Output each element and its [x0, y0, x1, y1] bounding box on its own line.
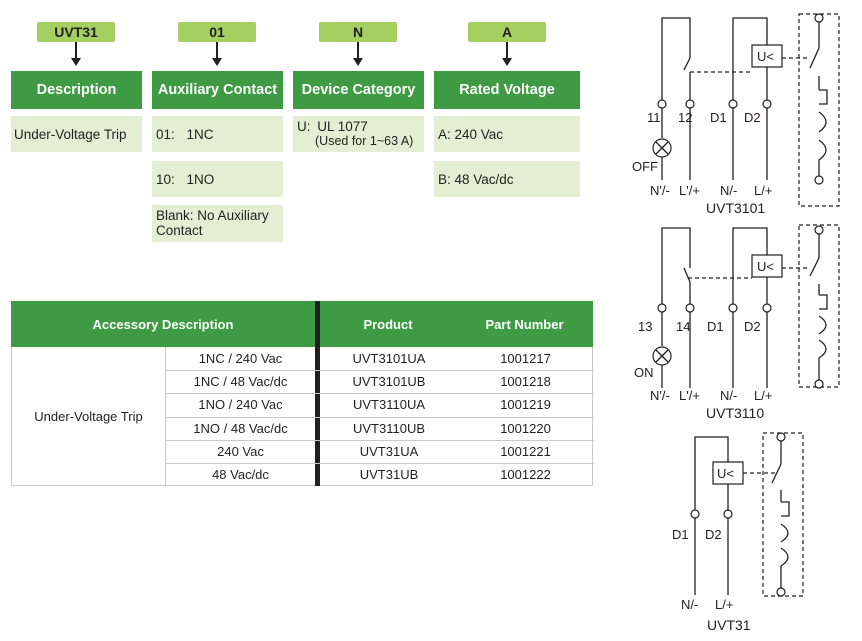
diagram-uvt3101: 11 12 D1 D2 OFF U< N'/- L'/+ N/- L/+ UVT…: [632, 13, 840, 216]
diagram-uvt31: D1 D2 U< N/- L/+ UVT31: [672, 432, 804, 633]
diagram-title: UVT3101: [706, 200, 765, 216]
arrow-icon: [353, 42, 363, 66]
terminal-label: L/+: [715, 597, 733, 612]
terminal-label: N/-: [720, 183, 737, 198]
option-label: 1NO: [186, 172, 215, 187]
option-label: 1NC: [186, 127, 214, 142]
cell-description: 240 Vac: [217, 443, 264, 459]
cell-product: UVT3110UA: [352, 397, 425, 413]
terminal-label: 14: [676, 319, 690, 334]
option-aux-blank: Blank: No Auxiliary Contact: [152, 205, 283, 242]
terminal-label: D1: [707, 319, 724, 334]
row-divider: [165, 416, 594, 418]
accessory-table: Accessory Description Product Part Numbe…: [11, 301, 594, 486]
row-divider: [165, 393, 594, 395]
heading-rated-voltage: Rated Voltage: [434, 71, 580, 109]
terminal-label: N'/-: [650, 183, 670, 198]
coil-label: U<: [757, 259, 774, 274]
terminal-label: D2: [744, 110, 761, 125]
diagram-title: UVT3110: [706, 405, 764, 421]
cell-product: UVT3110UB: [352, 420, 425, 436]
arrow-icon: [502, 42, 512, 66]
code-tag-description: UVT31: [37, 22, 115, 42]
cell-part-number: 1001220: [500, 420, 551, 436]
option-voltage-b: B: 48 Vac/dc: [434, 161, 580, 197]
cell-part-number: 1001221: [500, 443, 551, 459]
cell-product: UVT3101UA: [352, 351, 426, 366]
table-header: Accessory Description Product Part Numbe…: [11, 301, 593, 347]
heading-device-category: Device Category: [293, 71, 424, 109]
cell-description: 48 Vac/dc: [212, 467, 269, 482]
code-tag-voltage: A: [468, 22, 546, 42]
terminal-label: 13: [638, 319, 652, 334]
coil-icon: [712, 461, 744, 485]
code-tag-auxiliary: 01: [178, 22, 256, 42]
option-category-ul: U: UL 1077 (Used for 1~63 A): [293, 116, 424, 152]
terminal-label: D1: [672, 527, 689, 542]
terminal-label: D2: [744, 319, 761, 334]
arrow-icon: [212, 42, 222, 66]
diagram-uvt3110: 13 14 D1 D2 ON U< N'/- L'/+ N/- L/+ UVT3…: [634, 224, 840, 421]
option-code: U:: [297, 119, 311, 134]
column-header-product: Product: [363, 316, 413, 332]
row-divider: [165, 439, 594, 441]
group-label: Under-Voltage Trip: [34, 409, 143, 424]
option-aux-1nc: 01: 1NC: [152, 116, 283, 152]
option-aux-1no: 10: 1NO: [152, 161, 283, 197]
coil-label: U<: [757, 49, 774, 64]
option-code: 01:: [156, 127, 175, 142]
option-code: 10:: [156, 172, 175, 187]
terminal-label: 12: [678, 110, 692, 125]
option-label: No Auxiliary Contact: [156, 208, 269, 238]
option-code: Blank:: [156, 208, 194, 223]
column-line: [165, 347, 166, 486]
terminal-label: D2: [705, 527, 722, 542]
option-label: UL 1077: [317, 119, 368, 134]
cell-description: 1NO / 240 Vac: [198, 397, 283, 413]
cell-part-number: 1001218: [500, 374, 551, 390]
arrow-icon: [71, 42, 81, 66]
option-note: (Used for 1~63 A): [315, 134, 414, 148]
coil-icon: [751, 44, 783, 68]
cell-part-number: 1001219: [500, 397, 551, 413]
terminal-label: N/-: [681, 597, 698, 612]
cell-product: UVT31UB: [359, 467, 419, 482]
code-tag-category: N: [319, 22, 397, 42]
terminal-label: D1: [710, 110, 727, 125]
terminal-label: L/+: [754, 183, 772, 198]
cell-part-number: 1001217: [500, 351, 551, 366]
column-header-accessory: Accessory Description: [92, 316, 234, 332]
lamp-label: ON: [634, 365, 654, 380]
heading-auxiliary-contact: Auxiliary Contact: [152, 71, 283, 109]
cell-description: 1NO / 48 Vac/dc: [193, 420, 288, 436]
heading-description: Description: [11, 71, 142, 109]
lamp-icon: [652, 346, 672, 366]
option-voltage-a: A: 240 Vac: [434, 116, 580, 152]
diagram-title: UVT31: [707, 617, 751, 633]
row-divider: [165, 370, 594, 372]
terminal-label: L'/+: [679, 388, 700, 403]
terminal-label: N/-: [720, 388, 737, 403]
option-under-voltage-trip: Under-Voltage Trip: [11, 116, 142, 152]
terminal-label: L/+: [754, 388, 772, 403]
cell-product: UVT31UA: [359, 443, 419, 459]
cell-product: UVT3101UB: [352, 374, 426, 390]
lamp-label: OFF: [632, 159, 658, 174]
terminal-label: L'/+: [679, 183, 700, 198]
coil-icon: [751, 254, 783, 278]
terminal-label: 11: [647, 110, 661, 125]
row-divider: [165, 463, 594, 464]
cell-description: 1NC / 240 Vac: [198, 351, 283, 366]
cell-description: 1NC / 48 Vac/dc: [193, 374, 288, 390]
coil-label: U<: [717, 466, 734, 481]
lamp-icon: [652, 138, 672, 158]
column-header-part-number: Part Number: [485, 316, 564, 332]
terminal-label: N'/-: [650, 388, 670, 403]
cell-part-number: 1001222: [500, 467, 551, 482]
